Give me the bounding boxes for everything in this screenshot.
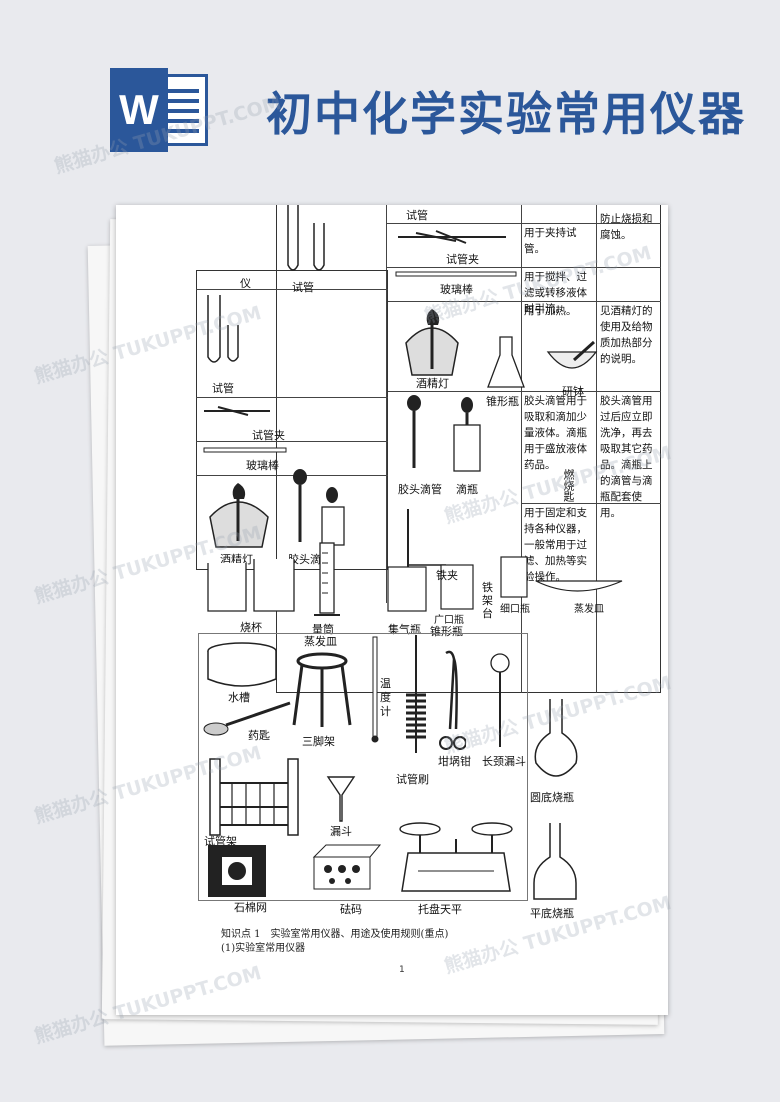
label-evaporating-dish: 蒸发皿: [304, 635, 337, 648]
label-crucible-tongs: 坩埚钳: [438, 755, 471, 768]
alcohol-lamp-icon: [209, 483, 269, 548]
use-test-tube-clamp: 用于夹持试管。: [524, 227, 577, 255]
use-dropper: 胶头滴管用于吸取和滴加少量液体。滴瓶用于盛放液体药品。: [524, 395, 587, 471]
word-letter: W: [110, 68, 168, 152]
table-divider: [596, 205, 597, 693]
page-title: 初中化学实验常用仪器: [266, 87, 746, 141]
table-row-line: [386, 223, 661, 224]
label-dropper: 胶头滴管: [398, 483, 442, 496]
thermometer-icon: [371, 636, 379, 743]
table-divider: [521, 205, 522, 693]
spatula-icon: [203, 701, 291, 736]
label-conical-flask: 锥形瓶: [430, 625, 463, 638]
test-tube-icon: [287, 205, 325, 271]
table-row-line: [196, 397, 388, 398]
label-alcohol-lamp: 酒精灯: [416, 377, 449, 390]
iron-stand-and-bottles-icon: [387, 509, 623, 612]
balance-scale-icon: [399, 822, 513, 892]
figure-panel: [198, 633, 528, 901]
note-test-tube-clamp: 防止烧损和腐蚀。: [600, 213, 653, 241]
label-tripod: 三脚架: [302, 735, 335, 748]
word-icon: W: [110, 68, 208, 152]
label-narrow-mouth-bottle: 细口瓶: [500, 604, 530, 615]
dropper-and-dropping-bottle-icon: [407, 395, 481, 472]
label-thermometer: 温度计: [380, 677, 391, 718]
label-test-tube: 试管: [406, 209, 428, 222]
long-neck-funnel-icon: [490, 653, 510, 747]
label-test-tube: 试管: [212, 382, 234, 395]
weights-box-icon: [312, 844, 382, 890]
label-glass-rod: 玻璃棒: [440, 283, 473, 296]
table-divider: [386, 205, 387, 603]
label-dropping-bottle: 滴瓶: [456, 483, 478, 496]
note-alcohol-lamp: 见酒精灯的使用及给物质加热部分的说明。: [600, 305, 653, 365]
label-flat-bottom-flask: 平底烧瓶: [530, 907, 574, 920]
table-row-line: [386, 267, 661, 268]
test-tube-rack-icon: [209, 758, 299, 836]
label-iron-stand: 铁架台: [482, 581, 493, 620]
table-row-line: [386, 391, 661, 392]
round-bottom-flask-icon: [534, 699, 578, 777]
document-page[interactable]: 仪 试管 试管 试管夹 用于夹持试管。 防止烧损和腐蚀。 玻璃棒 用于搅拌、过滤…: [116, 205, 668, 1015]
label-test-tube-clamp: 试管夹: [446, 253, 479, 266]
table-row-line: [196, 441, 388, 442]
label-test-tube-brush: 试管刷: [396, 773, 429, 786]
water-trough-icon: [207, 642, 277, 687]
test-tube-brush-icon: [406, 635, 426, 753]
label-balance: 托盘天平: [418, 903, 462, 916]
label-conical-flask: 锥形瓶: [486, 395, 519, 408]
tripod-icon: [292, 652, 352, 727]
label-round-bottom-flask: 圆底烧瓶: [530, 791, 574, 804]
label-wide-mouth-bottle: 广口瓶: [434, 615, 464, 626]
test-tube-clamp-icon: [204, 406, 270, 416]
label-mortar: 研钵: [562, 385, 584, 398]
alcohol-lamp-icon: [405, 309, 459, 376]
label-test-tube-rack: 试管架: [204, 835, 237, 848]
table-header: 仪: [240, 277, 251, 290]
graduated-cylinder-icon: [314, 542, 340, 616]
glass-rod-icon: [395, 271, 517, 277]
table-row-line: [196, 289, 388, 290]
label-long-neck-funnel: 长颈漏斗: [482, 755, 526, 768]
label-glass-rod: 玻璃棒: [246, 459, 279, 472]
use-alcohol-lamp: 用于加热。: [524, 305, 577, 317]
crucible-tongs-icon: [439, 650, 466, 750]
label-weights: 砝码: [340, 903, 362, 916]
dropper-icon: [293, 469, 345, 546]
flat-bottom-flask-icon: [533, 823, 577, 900]
header: W 初中化学实验常用仪器: [0, 0, 780, 180]
label-asbestos-gauze: 石棉网: [234, 901, 267, 914]
table-row-line: [521, 503, 661, 504]
table-row-line: [386, 301, 661, 302]
use-iron-stand: 用于固定和支持各种仪器，一般常用于过滤、加热等实验操作。: [524, 507, 587, 583]
label-test-tube-clamp: 试管夹: [252, 429, 285, 442]
glass-rod-icon: [203, 447, 287, 453]
label-combustion-spoon: 燃烧匙: [562, 469, 575, 502]
label-iron-clamp: 铁夹: [436, 569, 458, 582]
table-row-line: [196, 475, 388, 476]
label-funnel: 漏斗: [330, 825, 352, 838]
label-graduated-cylinder: 量筒: [312, 623, 334, 636]
label-gas-jar: 集气瓶: [388, 623, 421, 636]
conical-flask-icon: [487, 336, 525, 388]
label-alcohol-lamp: 酒精灯: [220, 553, 253, 566]
asbestos-gauze-icon: [208, 845, 266, 897]
label-beaker: 烧杯: [240, 621, 262, 634]
funnel-icon: [326, 776, 356, 822]
label-test-tube: 试管: [292, 281, 314, 294]
test-tube-icon: [207, 295, 239, 363]
section-subheading: (1)实验室常用仪器: [221, 943, 306, 954]
label-water-trough: 水槽: [228, 691, 250, 704]
mortar-icon: [546, 340, 598, 369]
knowledge-point-heading: 知识点 1 实验室常用仪器、用途及使用规则(重点): [221, 929, 449, 940]
label-evaporating-dish: 蒸发皿: [574, 604, 604, 615]
label-spatula: 药匙: [248, 729, 270, 742]
beaker-icon: [207, 559, 295, 612]
note-dropper: 胶头滴管用过后应立即洗净，再去吸取其它药品。滴瓶上的滴管与滴瓶配套使用。: [600, 395, 653, 519]
page-number: 1: [399, 965, 405, 975]
use-glass-rod: 用于搅拌、过滤或转移液体时引流。: [524, 271, 587, 315]
test-tube-clamp-icon: [398, 230, 506, 244]
